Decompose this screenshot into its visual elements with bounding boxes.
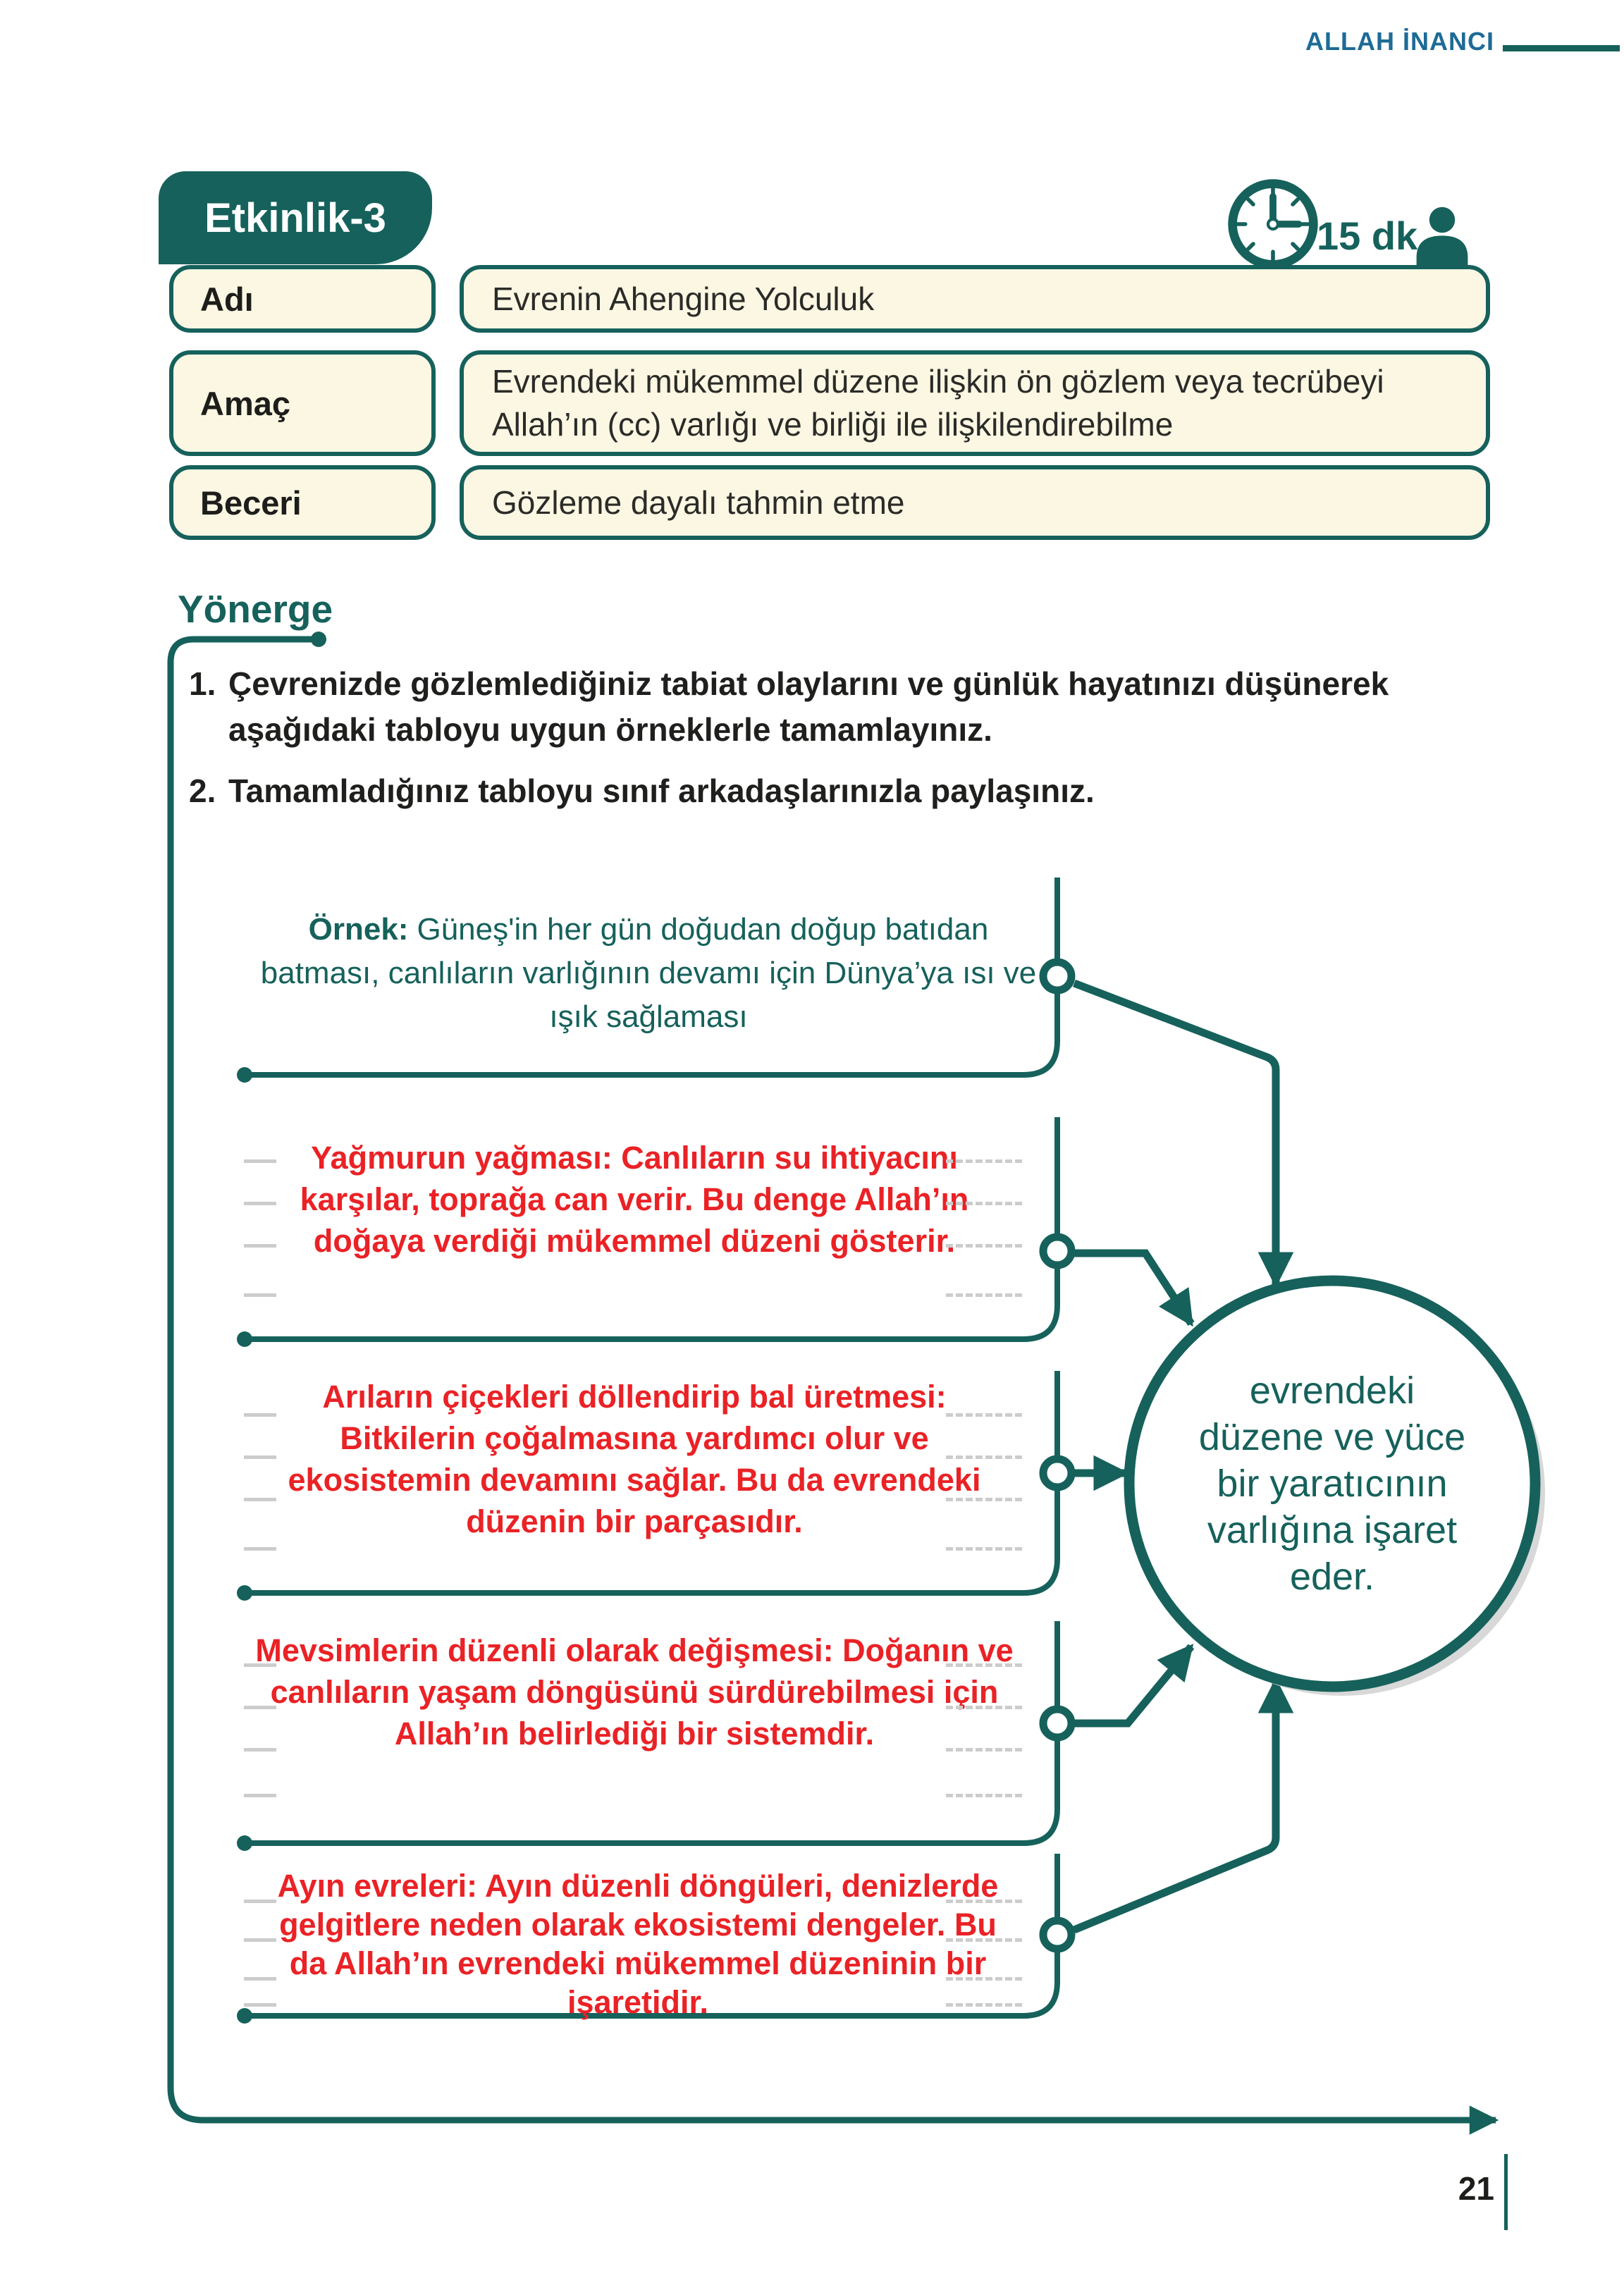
example-box-dot [237,1067,252,1083]
bracket-line [167,636,1499,2135]
answer-moon: Ayın evreleri: Ayın düzenli döngüleri, d… [277,1868,999,2020]
answer-box-outline [245,1371,1060,1596]
example-label: Örnek: [308,912,409,947]
connector-ring [1039,1916,1076,1953]
direction-item-2: 2. Tamamladığınız tabloyu sınıf arkadaşl… [189,768,1521,814]
connector-example [1073,979,1294,1288]
direction-text: Çevrenizde gözlemlediğiniz tabiat olayla… [228,665,1389,749]
direction-item-1: 1. Çevrenizde gözlemlediğiniz tabiat ola… [189,661,1521,753]
direction-number: 1. [189,665,216,702]
connector-ring [1039,1705,1076,1742]
answer-box-dot [237,1331,252,1347]
direction-number: 2. [189,772,216,809]
page-number-rule [1504,2154,1508,2230]
activity-skill-value: Gözleme dayalı tahmin etme [460,465,1490,540]
connector-ring [1039,1455,1076,1491]
connector-moon [1072,1677,1294,1934]
answer-seasons: Mevsimlerin düzenli olarak değişmesi: Do… [255,1632,1014,1752]
directions-title: Yönerge [178,587,333,631]
clock-icon [1228,179,1318,269]
activity-badge: Etkinlik-3 [159,171,432,264]
activity-goal-value: Evrendeki mükemmel düzene ilişkin ön göz… [460,350,1490,456]
activity-name-value: Evrenin Ahengine Yolculuk [460,265,1490,333]
connector-rain [1074,1249,1195,1327]
answer-box-dot [237,1835,252,1851]
answer-rain: Yağmurun yağması: Canlıların su ihtiyacı… [300,1140,969,1259]
answer-box-dot [237,1585,252,1601]
example-entry: Örnek:Güneş'in her gün doğudan doğup bat… [257,908,1040,1039]
center-circle [1124,1275,1541,1692]
page-number: 21 [1458,2170,1494,2207]
answer-box-outline [245,1621,1060,1846]
answer-box-outline [245,1117,1060,1342]
example-text: Güneş'in her gün doğudan doğup batıdan b… [260,912,1037,1034]
answer-box-outline [245,1854,1060,2019]
answer-bees: Arıların çiçekleri döllendirip bal üretm… [288,1379,981,1539]
activity-name-label: Adı [169,265,436,333]
direction-text: Tamamladığınız tabloyu sınıf arkadaşları… [228,772,1095,809]
header-rule [1503,45,1620,51]
center-circle-text: evrendeki düzene ve yüce bir yaratıcının… [1198,1369,1466,1598]
connector-seasons [1074,1644,1195,1728]
example-box-outline [245,878,1060,1078]
page-header-title: ALLAH İNANCI [1305,27,1494,56]
activity-goal-label: Amaç [169,350,436,456]
connector-ring [1039,958,1076,995]
answer-box-dot [237,2008,252,2024]
duration-label: 15 dk. [1317,214,1429,258]
activity-skill-label: Beceri [169,465,436,540]
connector-ring [1039,1233,1076,1269]
